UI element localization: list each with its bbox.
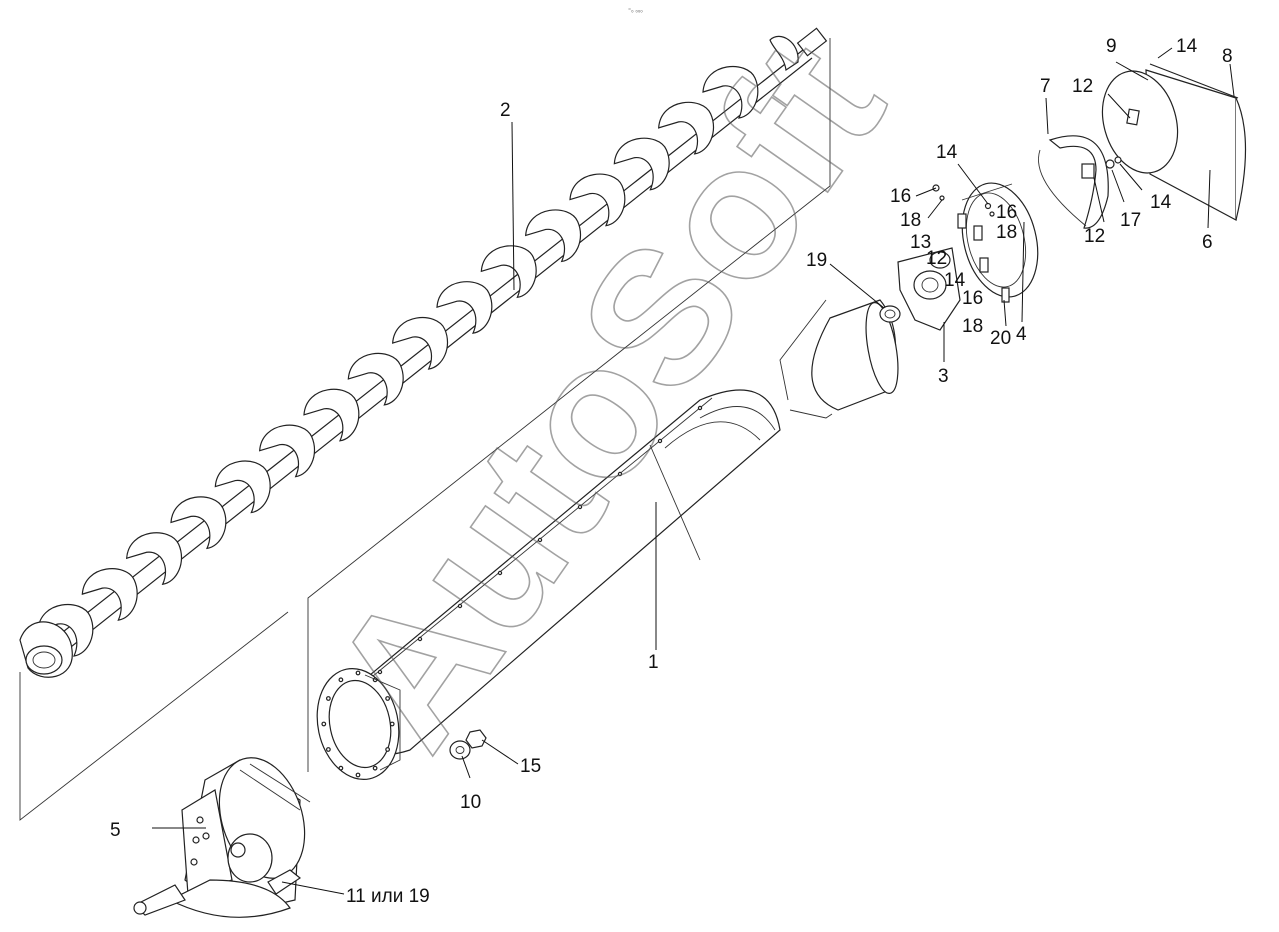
auger-flight bbox=[702, 65, 759, 119]
callout-17: 17 bbox=[1120, 210, 1141, 231]
flange-bolt-hole bbox=[385, 696, 391, 701]
callout-16a: 16 bbox=[890, 186, 911, 207]
auger-flight bbox=[259, 424, 316, 478]
callout-12a: 12 bbox=[1072, 76, 1093, 97]
end-cover bbox=[1081, 63, 1247, 222]
tube-seam-rivet bbox=[537, 537, 543, 543]
callout-5: 5 bbox=[110, 820, 121, 841]
callout-14b: 14 bbox=[936, 142, 958, 163]
auger-flight bbox=[525, 209, 582, 263]
callout-18b: 18 bbox=[996, 222, 1017, 243]
callout-2: 2 bbox=[500, 100, 511, 121]
callout-1: 1 bbox=[648, 652, 659, 673]
end-flange bbox=[957, 182, 1039, 303]
callout-12c: 12 bbox=[926, 248, 947, 269]
callout-14d: 14 bbox=[944, 270, 966, 291]
tube-seam-rivet bbox=[417, 636, 423, 642]
tube-seam-rivet bbox=[457, 603, 463, 609]
callout-8: 8 bbox=[1222, 46, 1233, 67]
gearbox-assembly bbox=[133, 757, 311, 918]
auger-flight bbox=[303, 388, 360, 442]
auger-flight bbox=[658, 101, 715, 155]
tube-seam-rivet bbox=[377, 669, 383, 675]
flange-bolt-hole bbox=[325, 696, 331, 701]
nut-and-washer bbox=[449, 729, 487, 760]
leader-lines bbox=[152, 47, 1235, 895]
auger-flight bbox=[392, 316, 449, 370]
tube-seam-rivet bbox=[697, 405, 703, 411]
flange-bolt-hole bbox=[355, 670, 361, 676]
callout-20: 20 bbox=[990, 328, 1011, 349]
callout-18a: 18 bbox=[900, 210, 921, 231]
tube-seam-rivet bbox=[497, 570, 503, 576]
tube-seam-rivet bbox=[617, 471, 623, 477]
header-mark: ⁼₀ ₀₀₀ bbox=[628, 8, 643, 14]
callout-10: 10 bbox=[460, 792, 481, 813]
callout-9: 9 bbox=[1106, 36, 1117, 57]
callout-4: 4 bbox=[1016, 324, 1027, 345]
callout-15: 15 bbox=[520, 756, 541, 777]
auger-flight bbox=[126, 532, 183, 586]
callout-labels: 1 2 3 4 5 6 7 8 9 10 11 или 19 12 12 12 … bbox=[110, 36, 1233, 907]
callout-7: 7 bbox=[1040, 76, 1051, 97]
auger-flight bbox=[170, 496, 227, 550]
callout-14a: 14 bbox=[1176, 36, 1198, 57]
callout-13: 13 bbox=[910, 232, 931, 253]
auger-flight bbox=[37, 603, 94, 657]
flange-bolt-hole bbox=[325, 747, 331, 752]
auger-flight bbox=[613, 137, 670, 191]
flange-bolt-hole bbox=[389, 721, 395, 727]
auger-tube bbox=[316, 299, 899, 781]
callout-3: 3 bbox=[938, 366, 949, 387]
auger-flight bbox=[214, 460, 271, 514]
auger-flight bbox=[436, 281, 493, 334]
flange-bolt-hole bbox=[372, 765, 378, 771]
auger-flight bbox=[81, 568, 138, 621]
tube-seam-rivet bbox=[577, 504, 583, 510]
flange-bolt-hole bbox=[338, 765, 344, 771]
callout-18c: 18 bbox=[962, 316, 983, 337]
callout-6: 6 bbox=[1202, 232, 1213, 253]
flange-bolt-hole bbox=[355, 772, 361, 778]
auger-flight bbox=[569, 173, 626, 227]
flange-bolt-hole bbox=[338, 677, 344, 683]
flange-bolt-hole bbox=[385, 747, 391, 752]
fasteners bbox=[932, 184, 995, 217]
auger-flight bbox=[480, 245, 537, 299]
callout-12b: 12 bbox=[1084, 226, 1105, 247]
tube-seam-rivet bbox=[657, 438, 663, 444]
auger-screw bbox=[19, 27, 831, 821]
auger-flight bbox=[347, 352, 404, 406]
callout-14c: 14 bbox=[1150, 192, 1172, 213]
callout-19: 19 bbox=[806, 250, 827, 271]
sealing-ring bbox=[1038, 135, 1109, 229]
flange-bolt-hole bbox=[321, 721, 327, 727]
bearing-housing bbox=[879, 247, 961, 331]
callout-11: 11 или 19 bbox=[346, 886, 430, 907]
callout-16b: 16 bbox=[996, 202, 1017, 223]
callout-16c: 16 bbox=[962, 288, 983, 309]
